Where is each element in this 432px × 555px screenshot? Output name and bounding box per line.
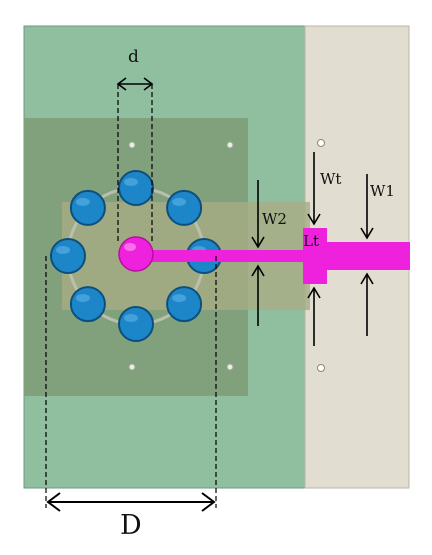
label-W2: W2 (262, 210, 287, 228)
dimension-Wt (307, 152, 321, 346)
via (166, 189, 203, 226)
screw-holes (128, 139, 325, 372)
microstrip-line-w1 (320, 242, 410, 270)
screw-hole (226, 363, 234, 371)
label-Wt: Wt (320, 170, 341, 188)
via-highlight (172, 294, 187, 303)
label-d: d (128, 47, 139, 67)
via-highlight (75, 197, 90, 206)
probe-center-conductor (118, 236, 154, 272)
dimension-W2 (251, 180, 265, 326)
screw-hole (128, 141, 136, 149)
via-highlight (75, 294, 90, 303)
screw-hole (317, 364, 325, 372)
via-highlight (172, 197, 187, 206)
dimension-D (45, 256, 217, 512)
via-highlight (124, 314, 138, 322)
via (69, 286, 106, 323)
dimension-d (116, 77, 154, 244)
via-group (50, 170, 222, 342)
via (166, 286, 203, 323)
via-highlight (56, 246, 70, 254)
via (69, 189, 106, 226)
screw-hole (128, 363, 136, 371)
via (118, 306, 154, 342)
via (118, 170, 154, 206)
screw-hole (317, 139, 325, 147)
probe-highlight (124, 243, 136, 251)
microstrip-line-w2 (144, 250, 308, 262)
dimension-W1 (360, 174, 374, 336)
label-W1: W1 (370, 182, 395, 200)
label-D: D (120, 510, 142, 541)
via-highlight (124, 178, 138, 186)
via (50, 238, 86, 274)
label-Lt: Lt (303, 232, 319, 250)
screw-hole (226, 141, 234, 149)
